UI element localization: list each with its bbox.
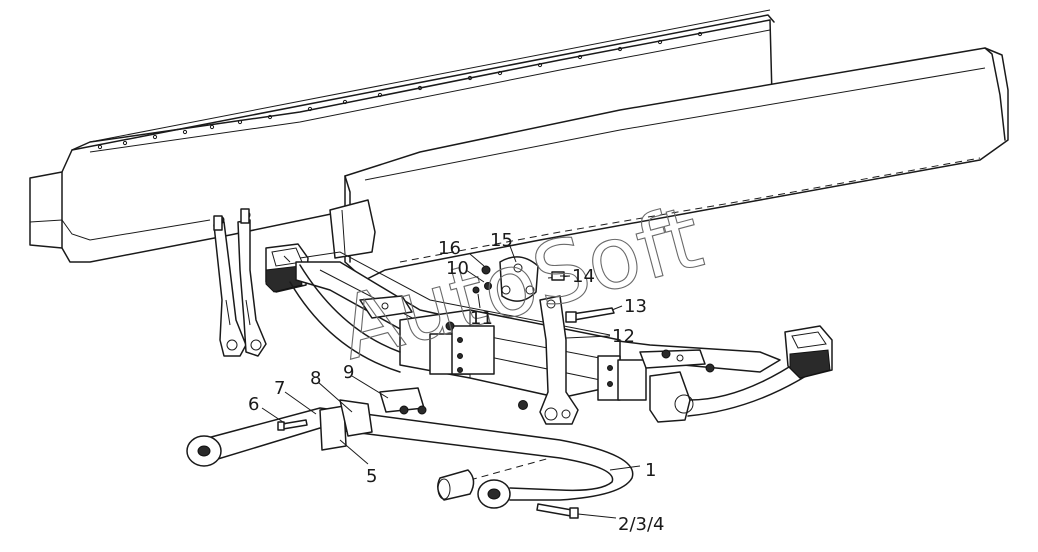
callout-7: 7 [274,378,285,399]
left-shackle-hanger [213,208,267,357]
callout-16: 16 [438,238,461,259]
bar-right-eye [477,479,511,509]
callout-labels: 1 2/3/4 5 6 7 8 9 10 11 12 13 14 15 16 [248,230,665,535]
callout-8: 8 [310,368,321,389]
leader-lines [261,245,641,519]
callout-2-3-4: 2/3/4 [618,514,665,535]
center-shackle-12 [518,295,579,425]
callout-15: 15 [490,230,513,251]
callout-11: 11 [470,308,493,329]
frame-rail-upper [29,9,775,263]
callout-14: 14 [572,266,595,287]
callout-9: 9 [343,362,354,383]
callout-5: 5 [366,466,377,487]
bolt-13 [565,307,615,323]
callout-6: 6 [248,394,259,415]
callout-10: 10 [446,258,469,279]
rail-joint-bracket [329,199,376,259]
callout-1: 1 [645,460,656,481]
callout-13: 13 [624,296,647,317]
stabilizer-bar [186,387,634,519]
callout-12: 12 [612,326,635,347]
plate-15 [472,256,571,302]
bar-left-eye [186,435,222,467]
right-arm-assembly [649,325,833,423]
